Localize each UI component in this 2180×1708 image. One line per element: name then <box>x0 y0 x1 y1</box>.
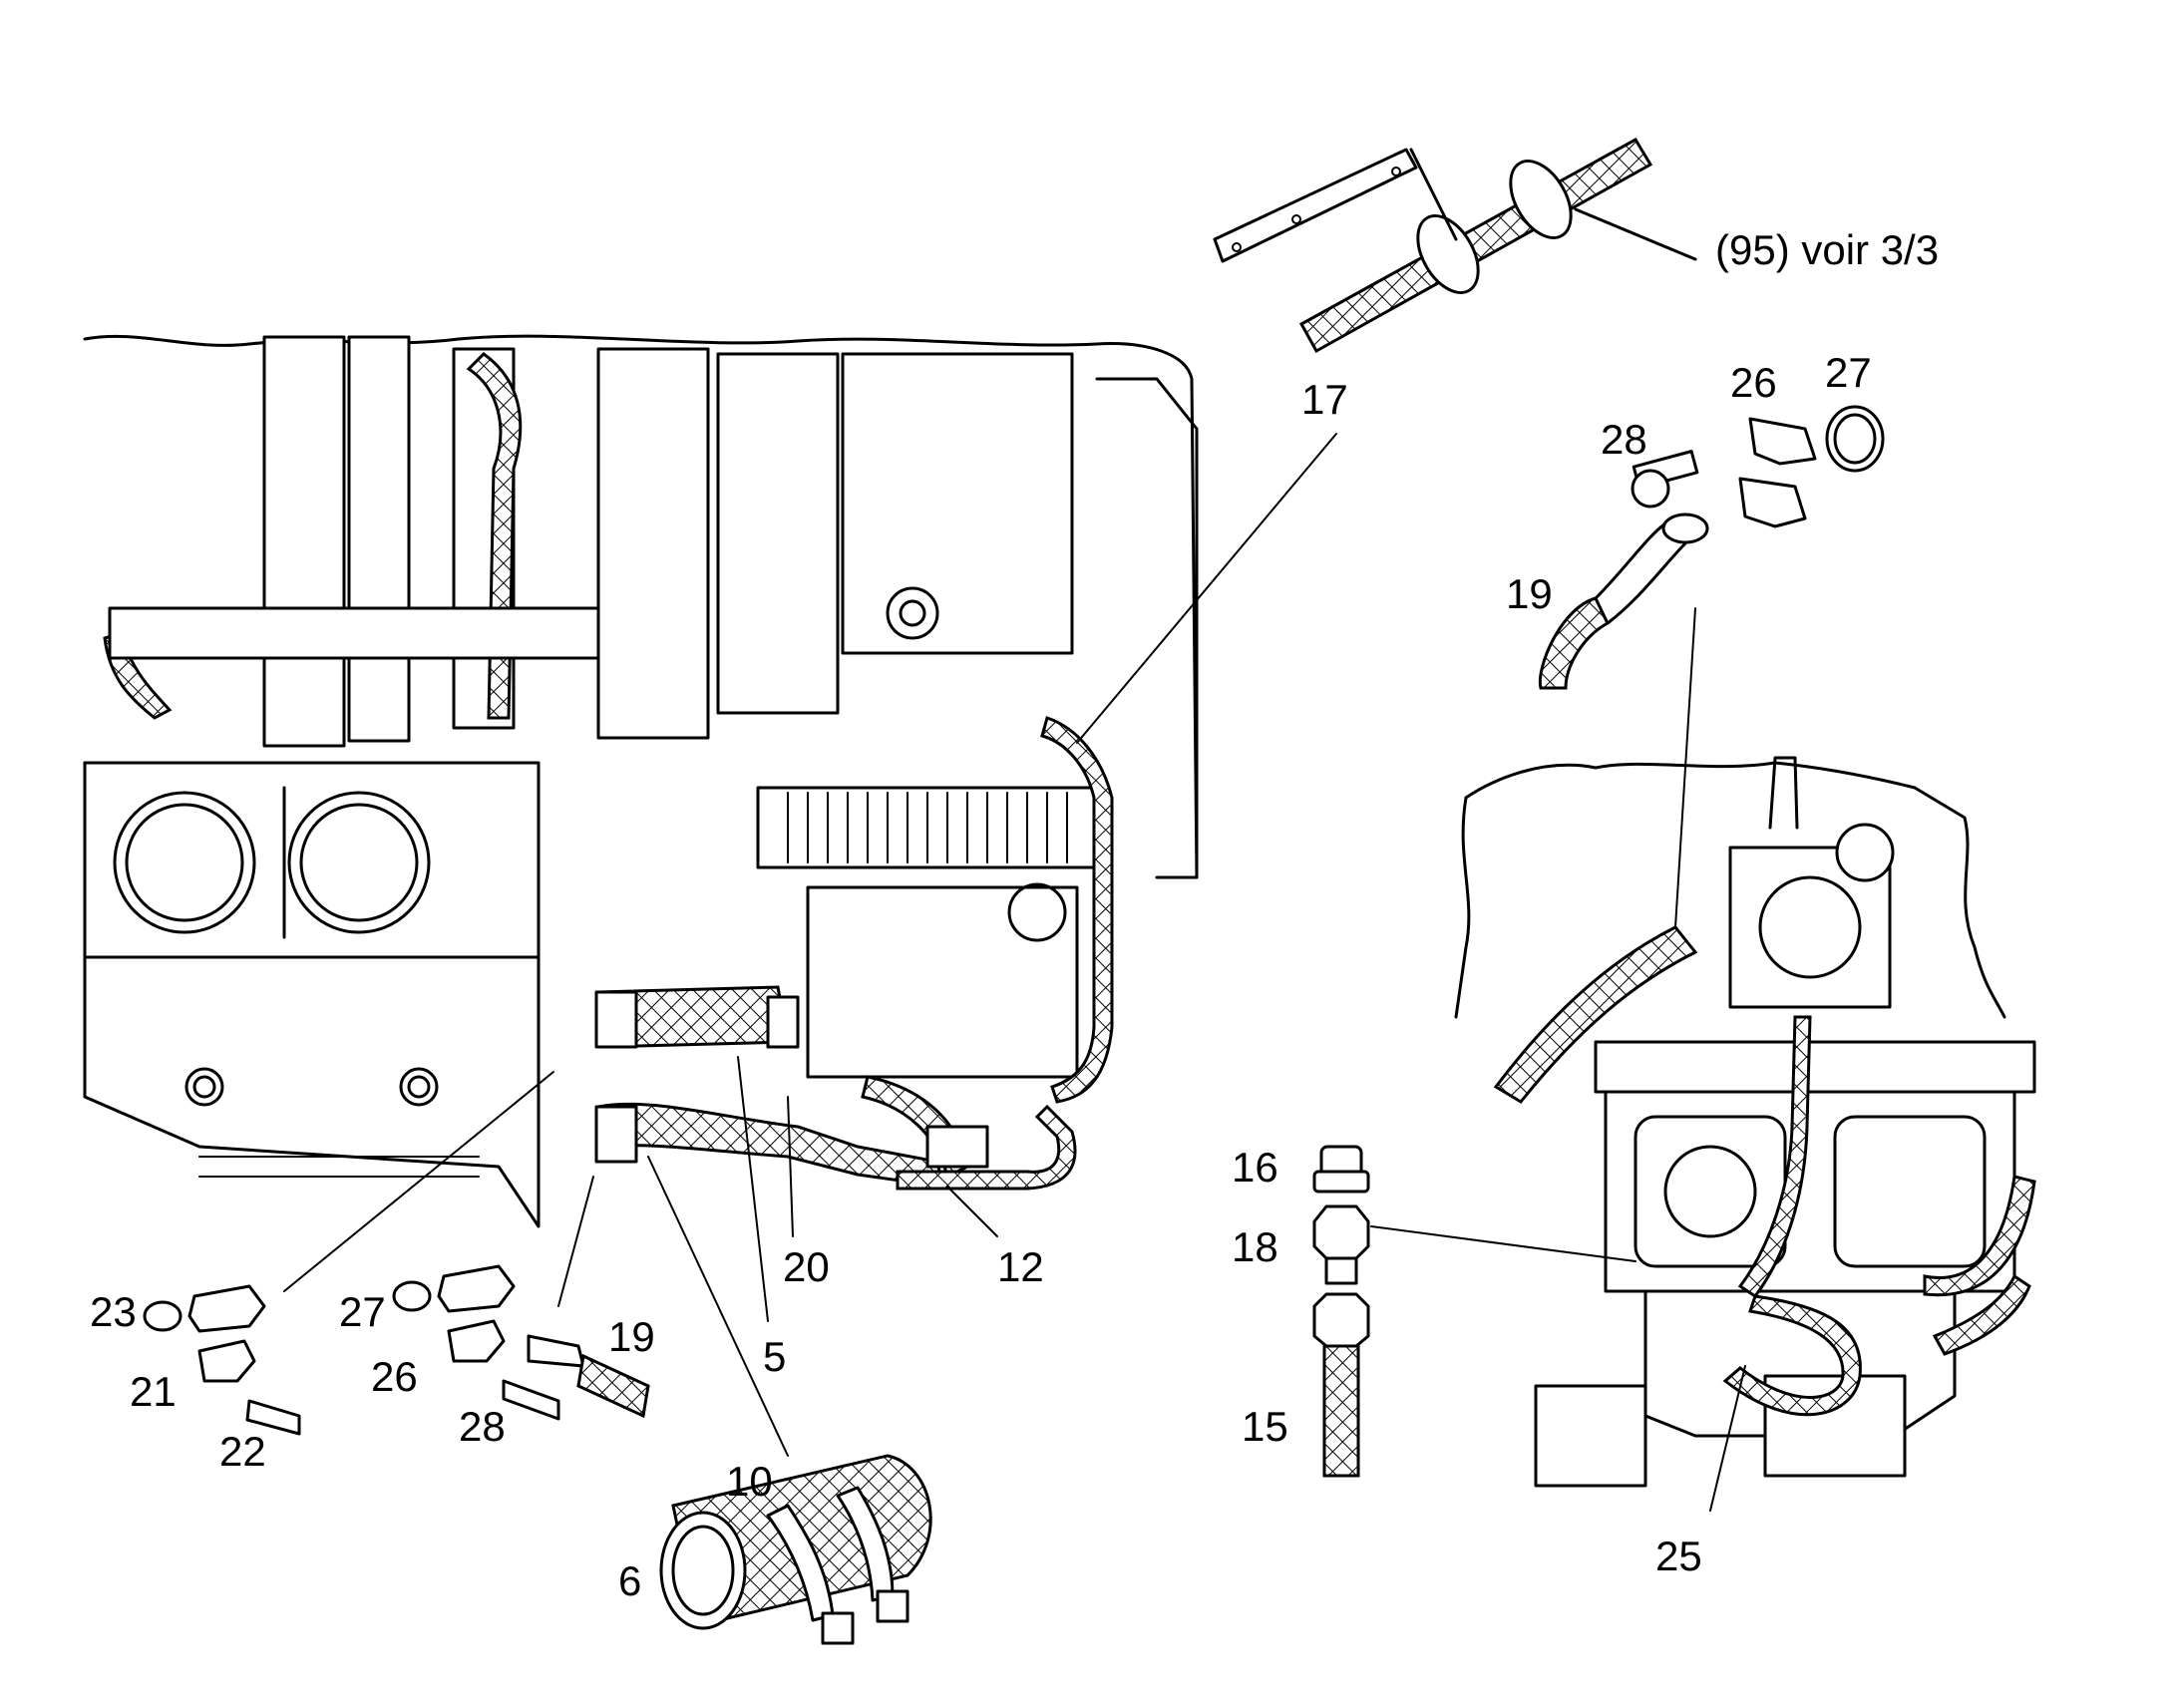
fittings-16-18-15 <box>1312 1145 1636 1478</box>
callout-10: 10 <box>726 1458 773 1505</box>
callout-25: 25 <box>1655 1533 1702 1579</box>
callout-23: 23 <box>90 1288 137 1335</box>
callout-27-lower: 27 <box>339 1288 386 1335</box>
callout-28-lower: 28 <box>459 1403 506 1450</box>
lower-left-small-parts <box>143 1264 650 1436</box>
callout-12: 12 <box>997 1243 1044 1290</box>
right-pump-assembly <box>1454 756 2036 1488</box>
callout-95-see-3-3: (95) voir 3/3 <box>1715 226 1939 273</box>
callout-5: 5 <box>763 1333 786 1380</box>
main-engine-assembly <box>83 334 1199 1228</box>
callout-22: 22 <box>219 1428 266 1475</box>
bottom-hose-clamps <box>659 1454 932 1645</box>
upper-right-fitting-parts <box>1538 405 1885 690</box>
callout-27-upper: 27 <box>1825 349 1872 396</box>
callout-15: 15 <box>1242 1403 1288 1450</box>
callout-26-lower: 26 <box>371 1353 418 1400</box>
leader-lines <box>283 433 1746 1512</box>
cooler-ribs <box>787 792 1068 863</box>
upper-hose-assembly <box>1213 137 1697 354</box>
callout-6: 6 <box>618 1557 641 1604</box>
callout-28-upper: 28 <box>1601 416 1647 463</box>
callout-20: 20 <box>783 1243 830 1290</box>
callout-26-upper: 26 <box>1730 359 1777 406</box>
callout-17: 17 <box>1301 376 1348 423</box>
callout-21: 21 <box>130 1368 177 1415</box>
callout-labels: 17 (95) voir 3/3 26 27 28 19 16 18 15 25… <box>90 226 1939 1604</box>
callout-16: 16 <box>1232 1144 1278 1191</box>
callout-19-upper: 19 <box>1506 570 1553 617</box>
callout-18: 18 <box>1232 1223 1278 1270</box>
callout-19-lower: 19 <box>608 1313 655 1360</box>
